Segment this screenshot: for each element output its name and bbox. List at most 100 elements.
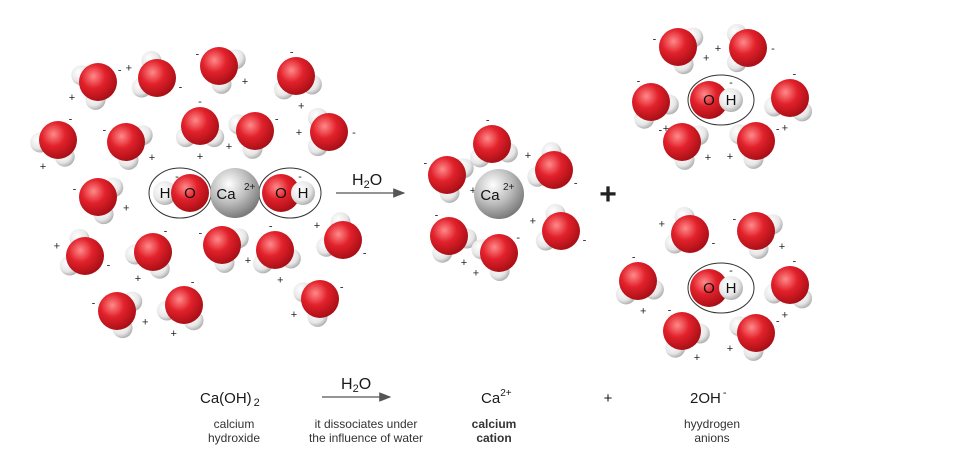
positive-charge: + xyxy=(69,92,75,104)
negative-charge: - xyxy=(107,260,111,272)
oxygen-atom xyxy=(324,221,362,259)
negative-charge: - xyxy=(712,238,716,250)
plus-operator: + xyxy=(599,178,617,211)
oxygen-atom xyxy=(79,178,117,216)
negative-charge: - xyxy=(659,125,663,137)
positive-charge: + xyxy=(659,219,665,231)
positive-charge: + xyxy=(298,101,304,113)
negative-charge: - xyxy=(191,277,195,289)
water-molecule-icon: +- xyxy=(199,226,251,273)
water-molecule-icon: +- xyxy=(252,220,301,287)
oxygen-atom xyxy=(480,234,518,272)
oxygen-atom xyxy=(428,156,466,194)
negative-charge: - xyxy=(776,124,780,136)
positive-charge: + xyxy=(226,141,232,153)
oxygen-atom xyxy=(671,215,709,253)
negative-charge: - xyxy=(103,125,107,137)
calcium-charge: 2+ xyxy=(503,182,515,193)
hydrated-hydroxide-anion-top: O H - xyxy=(687,74,755,126)
oxygen-symbol: O xyxy=(703,280,715,297)
cation-caption-line1: calcium xyxy=(472,417,517,431)
water-molecule-icon: +- xyxy=(663,304,710,364)
water-molecule-icon: +- xyxy=(430,209,477,269)
equation-arrow-label: H2O xyxy=(341,376,371,395)
positive-charge: + xyxy=(727,343,733,355)
oxygen-atom xyxy=(256,231,294,269)
positive-charge: + xyxy=(640,306,646,318)
positive-charge: + xyxy=(197,151,203,163)
negative-charge: - xyxy=(793,255,797,267)
negative-charge: - xyxy=(637,75,641,87)
hydroxide-ring xyxy=(687,74,755,126)
positive-charge: + xyxy=(245,255,251,267)
water-molecule-icon: +- xyxy=(291,280,344,327)
negative-charge: - xyxy=(363,248,367,260)
negative-charge: - xyxy=(771,43,775,55)
water-molecule-icon: +- xyxy=(92,291,148,339)
hydrogen-atom xyxy=(719,88,743,112)
oxygen-atom xyxy=(138,59,176,97)
water-molecule-icon: +- xyxy=(659,123,711,170)
oxygen-atom xyxy=(79,63,117,101)
water-molecule-icon: +- xyxy=(196,47,248,94)
oxygen-atom xyxy=(134,233,172,271)
positive-charge: + xyxy=(277,275,283,287)
hydrogen-symbol: H xyxy=(726,92,737,109)
reaction-arrow: H2O xyxy=(336,172,406,198)
anion-caption-line1: hyydrogen xyxy=(684,417,740,431)
water-molecule-icon: +- xyxy=(764,68,813,135)
positive-charge: + xyxy=(779,241,785,253)
calcium-ion-icon xyxy=(210,168,260,218)
hydrogen-symbol: H xyxy=(298,185,309,202)
oxygen-atom xyxy=(203,226,241,264)
oxygen-atom xyxy=(729,29,767,67)
negative-charge: - xyxy=(175,171,179,183)
arrow-caption-line1: it dissociates under xyxy=(315,417,418,431)
water-molecule-icon: +- xyxy=(175,96,225,163)
reactant-caption-line1: calcium xyxy=(214,417,255,431)
oxygen-symbol: O xyxy=(184,185,196,202)
water-molecule-icon: +- xyxy=(530,203,587,251)
oxygen-atom xyxy=(39,121,77,159)
oxygen-atom xyxy=(200,47,238,85)
positive-charge: + xyxy=(473,267,479,279)
oxygen-atom xyxy=(181,107,219,145)
negative-charge: - xyxy=(196,49,200,61)
negative-charge: - xyxy=(668,304,672,316)
negative-charge: - xyxy=(583,235,587,247)
hydrogen-atom xyxy=(153,181,177,205)
cation-caption-line2: cation xyxy=(476,431,511,445)
positive-charge: + xyxy=(525,150,531,162)
oxygen-atom xyxy=(107,123,145,161)
oxygen-atom xyxy=(310,113,348,151)
negative-charge: - xyxy=(352,127,356,139)
arrow-label: H2O xyxy=(352,172,382,191)
hydrogen-atom xyxy=(291,181,315,205)
calcium-symbol: Ca xyxy=(480,187,500,204)
negative-charge: - xyxy=(275,114,279,126)
positive-charge: + xyxy=(530,216,536,228)
reactant-caption-line2: hydroxide xyxy=(208,431,260,445)
positive-charge: + xyxy=(142,316,148,328)
oxygen-atom xyxy=(430,217,468,255)
negative-charge: - xyxy=(290,46,294,58)
negative-charge: - xyxy=(574,178,578,190)
negative-charge: - xyxy=(92,297,96,309)
positive-charge: + xyxy=(703,52,709,64)
oxygen-atom xyxy=(632,83,670,121)
positive-charge: + xyxy=(149,152,155,164)
negative-charge: - xyxy=(729,265,733,277)
water-molecule-icon: +- xyxy=(715,23,775,73)
positive-charge: + xyxy=(461,257,467,269)
anion-formula: 2OH- xyxy=(690,387,727,407)
oxygen-atom xyxy=(542,212,580,250)
arrow-caption-line2: the influence of water xyxy=(309,431,423,445)
calcium-charge: 2+ xyxy=(244,182,256,193)
water-molecule-icon: +- xyxy=(30,113,77,173)
oxygen-atom xyxy=(66,237,104,275)
oxygen-atom xyxy=(236,112,274,150)
negative-charge: - xyxy=(729,77,733,89)
positive-charge: + xyxy=(705,152,711,164)
oxygen-atom xyxy=(690,269,728,307)
